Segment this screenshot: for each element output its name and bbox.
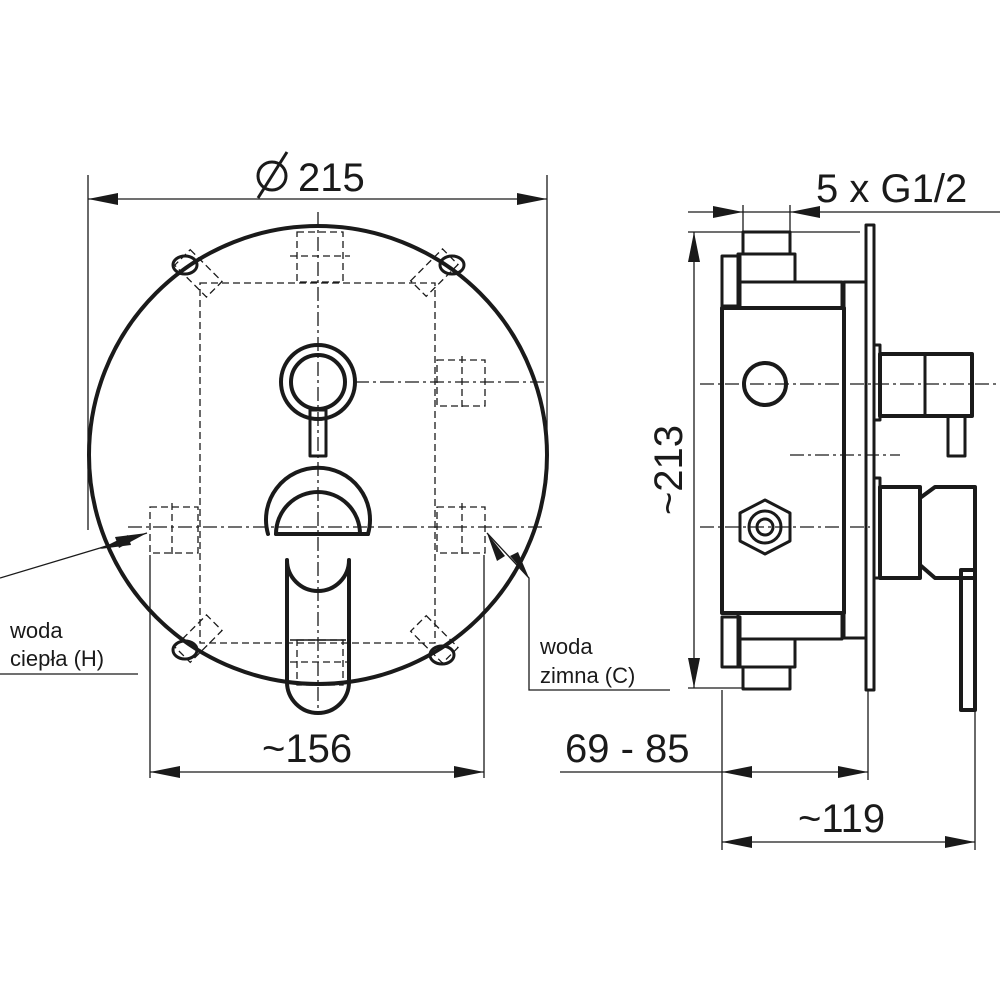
body-top-flange — [736, 280, 844, 310]
diverter-knob — [279, 343, 357, 458]
valve-body — [720, 306, 846, 615]
depth-range-dimension: 69 - 85 — [560, 690, 869, 850]
cold-water-label-line1: woda — [539, 634, 593, 659]
total-depth-value: ~119 — [798, 797, 885, 841]
width-dimension: ~156 — [149, 555, 485, 778]
height-value: ~213 — [647, 425, 691, 515]
width-value: ~156 — [262, 727, 352, 771]
connections-value: 5 x G1/2 — [816, 167, 967, 211]
side-view: 5 x G1/2 ~213 — [560, 167, 1000, 850]
side-lever-handle — [872, 476, 977, 712]
bottom-bracket — [720, 615, 742, 669]
hot-water-label-line1: woda — [9, 618, 63, 643]
total-depth-dimension: ~119 — [722, 710, 976, 850]
lever-handle — [264, 465, 372, 715]
diameter-value: 215 — [298, 156, 365, 200]
height-dimension: ~213 — [647, 231, 860, 689]
top-connector — [736, 230, 797, 284]
mounting-ears — [171, 248, 466, 666]
hot-water-label-line2: ciepła (H) — [10, 646, 104, 671]
diameter-dimension: 215 — [87, 151, 548, 530]
mounting-frame — [842, 280, 868, 640]
body-bottom-flange — [736, 611, 844, 641]
cold-water-label-line2: zimna (C) — [540, 663, 635, 688]
bottom-connector — [736, 637, 797, 691]
side-diverter-knob — [872, 343, 974, 458]
connections-dimension: 5 x G1/2 — [688, 167, 1000, 238]
side-cover-plate — [864, 223, 876, 692]
diameter-symbol-circle — [256, 160, 288, 192]
hot-water-callout: woda ciepła (H) — [0, 532, 148, 675]
depth-range-value: 69 - 85 — [565, 727, 690, 771]
cold-water-callout: woda zimna (C) — [486, 532, 670, 691]
front-view: 215 — [0, 151, 670, 778]
